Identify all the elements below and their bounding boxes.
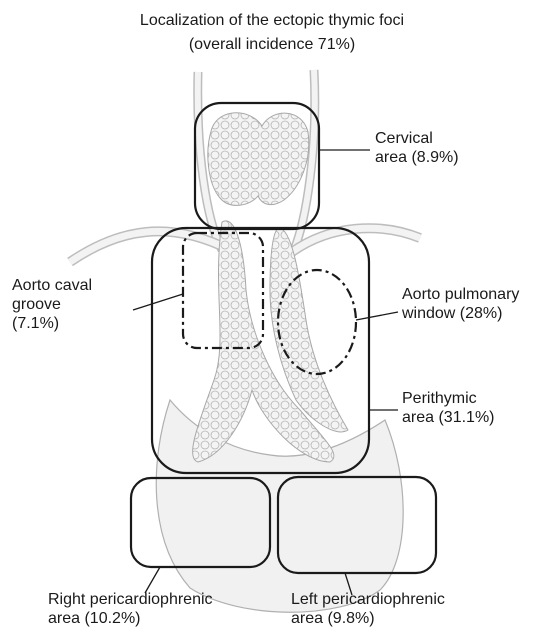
aorto-pulmonary-leader bbox=[356, 312, 398, 320]
aorto-pulmonary-window-label: Aorto pulmonary window (28%) bbox=[402, 285, 519, 323]
cervical-area-label: Cervical area (8.9%) bbox=[375, 129, 459, 167]
perithymic-area-label: Perithymic area (31.1%) bbox=[402, 389, 495, 427]
left-pericardiophrenic-area-label: Left pericardiophrenic area (9.8%) bbox=[291, 590, 445, 628]
cervical-thymus-drawing bbox=[208, 113, 309, 206]
right-pericardiophrenic-area-label: Right pericardiophrenic area (10.2%) bbox=[48, 590, 213, 628]
aorto-caval-leader bbox=[133, 294, 183, 310]
mediastinal-thymus-drawing bbox=[193, 221, 348, 462]
aorto-caval-groove-label: Aorto caval groove (7.1%) bbox=[12, 276, 92, 333]
